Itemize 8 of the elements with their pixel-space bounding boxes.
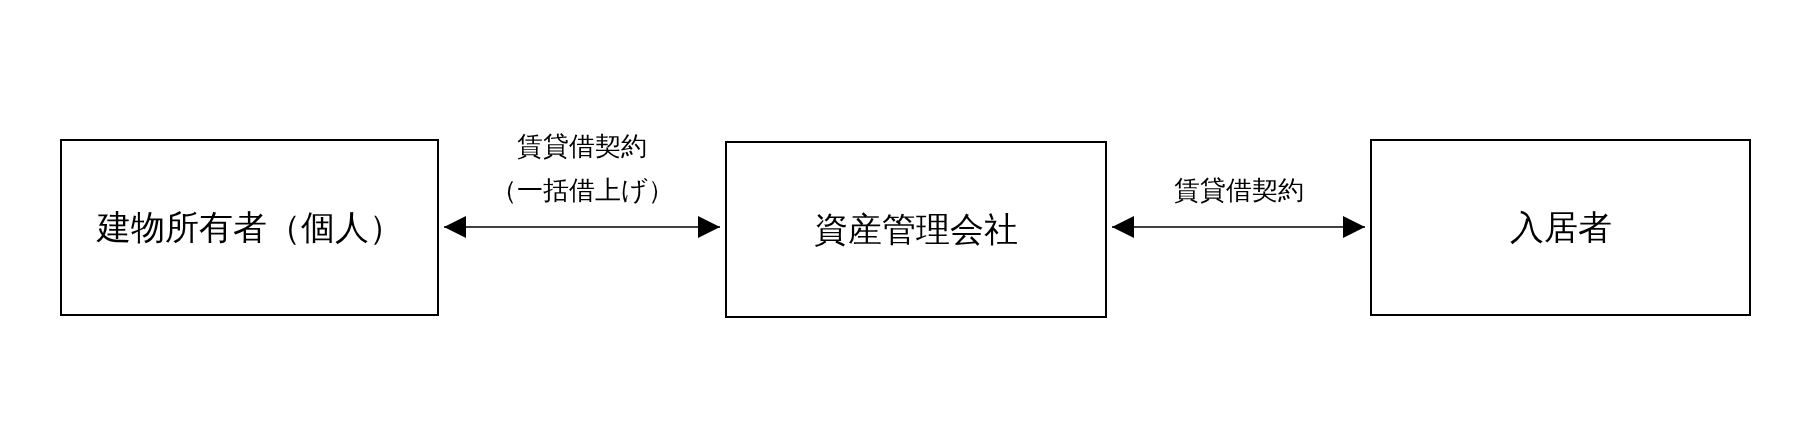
entity-box xyxy=(725,141,1107,318)
entity-box xyxy=(60,139,439,316)
entity-name: 建物所有者（個人） xyxy=(96,208,403,248)
double-arrow xyxy=(1111,216,1366,238)
entity-name: 資産管理会社 xyxy=(814,210,1018,250)
entity-box xyxy=(1370,139,1751,316)
double-arrow xyxy=(443,216,721,238)
entity-name: 入居者 xyxy=(1509,208,1612,248)
